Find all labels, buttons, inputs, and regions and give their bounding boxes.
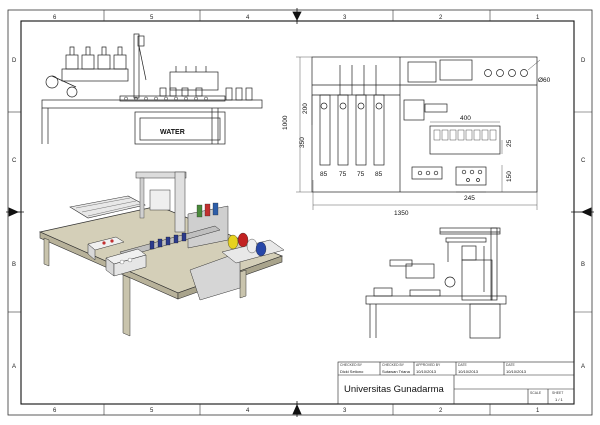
centering-marks [6, 8, 594, 417]
zone-right-D: D [581, 58, 586, 64]
zone-bottom-2: 2 [439, 408, 443, 414]
zone-left-B: B [12, 262, 16, 268]
zone-right-C: C [581, 158, 586, 164]
sheet-label: SHEET [552, 391, 563, 395]
zone-top-4: 4 [246, 15, 250, 21]
zone-top-3: 3 [343, 15, 347, 21]
date-value: 10/10/2013 [458, 369, 479, 374]
dim-350: 350 [299, 137, 306, 148]
zone-top-5: 5 [150, 15, 154, 21]
zone-bottom-6: 6 [53, 408, 57, 414]
dim-245: 245 [464, 195, 475, 202]
zone-bottom-3: 3 [343, 408, 347, 414]
title-block-frame [337, 361, 575, 405]
dim-400: 400 [460, 115, 471, 122]
inner-frame [20, 20, 575, 405]
zone-bottom-5: 5 [150, 408, 154, 414]
approved-by-label: APPROVED BY [416, 363, 441, 367]
date-label: DATE [458, 363, 468, 367]
dim-150: 150 [506, 171, 513, 182]
dim-75-b: 75 [357, 171, 365, 178]
dim-1000: 1000 [282, 115, 289, 130]
zone-left-D: D [12, 58, 17, 64]
zone-right-A: A [581, 364, 585, 370]
front-view [41, 33, 263, 145]
institution-name: Universitas Gunadarma [344, 384, 445, 395]
zone-top-1: 1 [536, 15, 540, 21]
zone-bottom-1: 1 [536, 408, 540, 414]
drawn-by-label: CHECKED BY [382, 363, 405, 367]
checked-by-name: Dicki Setiono [340, 369, 364, 374]
zone-right-B: B [581, 262, 585, 268]
water-tank-label: WATER [160, 129, 185, 136]
dim-85-right: 85 [375, 171, 383, 178]
dim-25: 25 [506, 139, 513, 147]
zone-bottom-4: 4 [246, 408, 250, 414]
checked-by-label: CHECKED BY [340, 363, 363, 367]
date2-value: 10/10/2013 [506, 369, 527, 374]
zone-left-C: C [12, 158, 17, 164]
isometric-view [38, 171, 285, 337]
zone-left-A: A [12, 364, 16, 370]
date2-label: DATE [506, 363, 516, 367]
outer-frame [7, 9, 593, 416]
side-view [365, 227, 507, 339]
approved-date: 10/10/2013 [416, 369, 437, 374]
dim-85-left: 85 [320, 171, 328, 178]
drawn-by-name: Sutawan Triana [382, 369, 411, 374]
scale-label: SCALE [530, 391, 542, 395]
top-view-dimension-lines [296, 56, 538, 210]
dim-75-a: 75 [339, 171, 347, 178]
dim-1350: 1350 [394, 210, 409, 217]
zone-top-2: 2 [439, 15, 443, 21]
sheet-value: 1 / 1 [555, 397, 564, 402]
zone-top-6: 6 [53, 15, 57, 21]
dim-200: 200 [302, 103, 309, 114]
dim-diameter: Ø60 [538, 77, 551, 84]
